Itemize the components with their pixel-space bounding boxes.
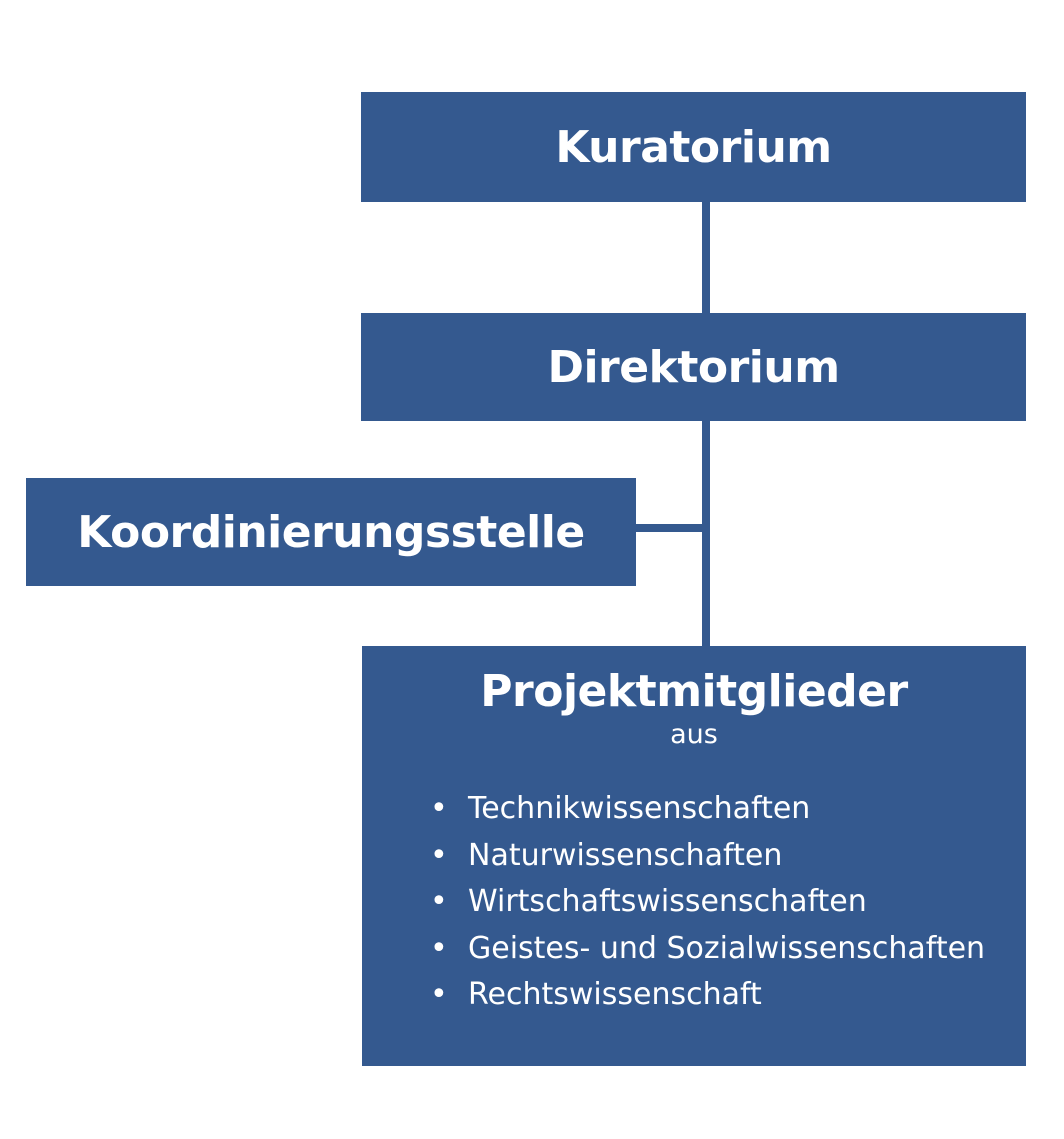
connector-direktorium-projektmitglieder bbox=[702, 421, 710, 646]
node-direktorium-title: Direktorium bbox=[547, 341, 840, 393]
discipline-item: • Geistes- und Sozialwissenschaften bbox=[430, 926, 988, 973]
bullet-icon: • bbox=[430, 884, 448, 919]
node-projektmitglieder-subtitle: aus bbox=[670, 719, 718, 750]
node-direktorium: Direktorium bbox=[361, 313, 1026, 421]
discipline-label: Technikwissenschaften bbox=[468, 791, 811, 826]
connector-kuratorium-direktorium bbox=[702, 202, 710, 313]
node-koordinierungsstelle-title: Koordinierungsstelle bbox=[77, 506, 585, 558]
discipline-item: • Rechtswissenschaft bbox=[430, 972, 988, 1019]
discipline-item: • Technikwissenschaften bbox=[430, 786, 988, 833]
bullet-icon: • bbox=[430, 791, 448, 826]
connector-koordinierungsstelle bbox=[636, 524, 704, 532]
node-kuratorium-title: Kuratorium bbox=[555, 121, 832, 173]
node-projektmitglieder: Projektmitglieder aus • Technikwissensch… bbox=[362, 646, 1026, 1066]
node-koordinierungsstelle: Koordinierungsstelle bbox=[26, 478, 636, 586]
discipline-label: Wirtschaftswissenschaften bbox=[468, 884, 867, 919]
discipline-list: • Technikwissenschaften • Naturwissensch… bbox=[430, 786, 988, 1019]
node-projektmitglieder-title: Projektmitglieder bbox=[480, 666, 908, 717]
node-kuratorium: Kuratorium bbox=[361, 92, 1026, 202]
bullet-icon: • bbox=[430, 837, 448, 873]
discipline-item: • Wirtschaftswissenschaften bbox=[430, 879, 988, 926]
discipline-label: Rechtswissenschaft bbox=[468, 977, 762, 1012]
bullet-icon: • bbox=[430, 977, 448, 1012]
discipline-label: Naturwissenschaften bbox=[468, 837, 783, 873]
discipline-label: Geistes- und Sozialwissenschaften bbox=[468, 930, 986, 966]
bullet-icon: • bbox=[430, 930, 448, 966]
discipline-item: • Naturwissenschaften bbox=[430, 833, 988, 880]
